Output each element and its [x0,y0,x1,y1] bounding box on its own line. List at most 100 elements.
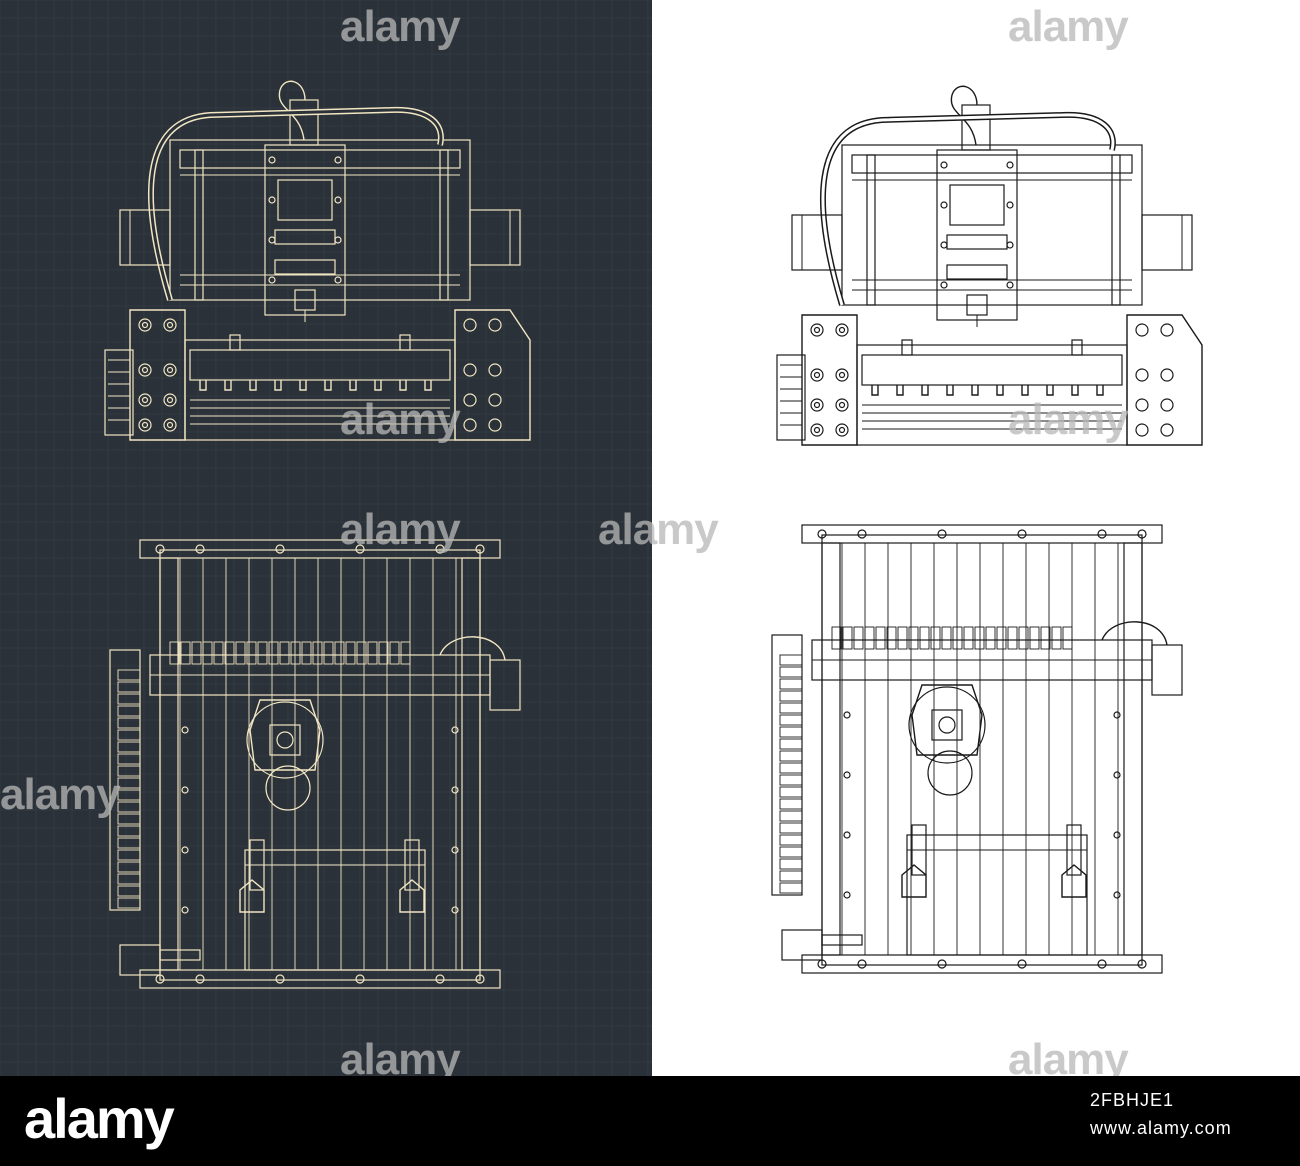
spindle-motor-top [246,701,324,779]
chain-link [897,626,908,650]
base-body [184,339,456,441]
frame-bolt [275,974,285,984]
frame-bolt [857,959,867,969]
chain-link [257,641,268,665]
spindle-clamp [274,229,336,245]
carriage-bolt [268,276,276,284]
gantry-top-rail [179,149,461,169]
carriage-bolt [940,281,948,289]
chain-link [356,641,367,665]
side-chain-link [779,690,803,702]
rail-bolt [1113,771,1121,779]
carriage-bolt [940,201,948,209]
work-table [861,354,1123,386]
clamp-right [1061,864,1087,898]
plate-bolt [163,393,177,407]
chain-link [224,641,235,665]
t-slot [349,380,357,391]
chain-link [301,641,312,665]
frame-bolt [817,529,827,539]
side-chain-link [779,786,803,798]
motor-cable [1101,621,1168,646]
plate-bolt-inner [813,426,821,434]
chain-link [996,626,1007,650]
chain-link [842,626,853,650]
frame-bolt [1017,959,1027,969]
side-chain-link [117,789,141,801]
chain-link [1029,626,1040,650]
chain-link [875,626,886,650]
side-chain-link [779,858,803,870]
z-motor [961,104,991,151]
plate-bolt-inner [166,321,174,329]
chain-link [235,641,246,665]
spindle-head [949,184,1005,226]
gantry-post [194,149,204,301]
dark-blueprint-drawing [0,0,652,1076]
side-rail-left [821,542,841,956]
chain-link [180,641,191,665]
plate-bolt [810,368,824,382]
table-clamp [901,339,913,356]
side-chain-link [779,762,803,774]
clamp-right [399,879,425,913]
carriage-bolt [334,236,342,244]
plate-bolt-inner [141,421,149,429]
t-slot [224,380,232,391]
frame-bolt [1137,959,1147,969]
plate-bolt [138,363,152,377]
carriage-slider [911,824,927,876]
control-board [104,349,134,436]
plate-bolt [138,418,152,432]
footer-logo-text: alamy [24,1087,175,1150]
frame-bolt [275,544,285,554]
chain-link [246,641,257,665]
chain-link [963,626,974,650]
clamp-left [901,864,927,898]
t-slot [199,380,207,391]
chain-link [323,641,334,665]
plate-bolt [810,323,824,337]
chain-link [1062,626,1073,650]
plate-bolt [835,368,849,382]
side-chain-link [779,714,803,726]
chain-link [400,641,411,665]
side-chain-link [117,729,141,741]
chain-link [886,626,897,650]
plate-bolt [1160,368,1174,382]
plate-bolt [835,423,849,437]
t-slot [971,385,979,396]
gantry-top-rail [851,154,1133,174]
spindle-shaft [276,731,294,749]
top-frame [821,534,1143,966]
spindle-motor-top [908,686,986,764]
z-motor [289,99,319,146]
plate-bolt [810,423,824,437]
rail-bolt [451,726,459,734]
rail-bolt [451,786,459,794]
side-chain-link [117,705,141,717]
plate-bolt-inner [141,396,149,404]
chain-link [213,641,224,665]
chain-link [864,626,875,650]
frame-bolt [435,974,445,984]
frame-bolt [435,544,445,554]
gantry-post [439,149,449,301]
side-chain-link [779,834,803,846]
carriage-slider [249,839,265,891]
t-slot [274,380,282,391]
x-motor-right [469,209,521,266]
side-rail-right [1123,542,1143,956]
gantry-post [866,154,876,306]
table-carriage [244,849,426,971]
spindle-clamp [946,234,1008,250]
spindle-motor-square [269,724,301,756]
t-slot [424,380,432,391]
spindle-cable [950,85,978,146]
t-slot [996,385,1004,396]
carriage-bolt [334,276,342,284]
side-chain-link [779,666,803,678]
plate-bolt [1160,398,1174,412]
bottom-cross-bar [139,969,501,989]
footer-logo: alamy [24,1086,175,1151]
